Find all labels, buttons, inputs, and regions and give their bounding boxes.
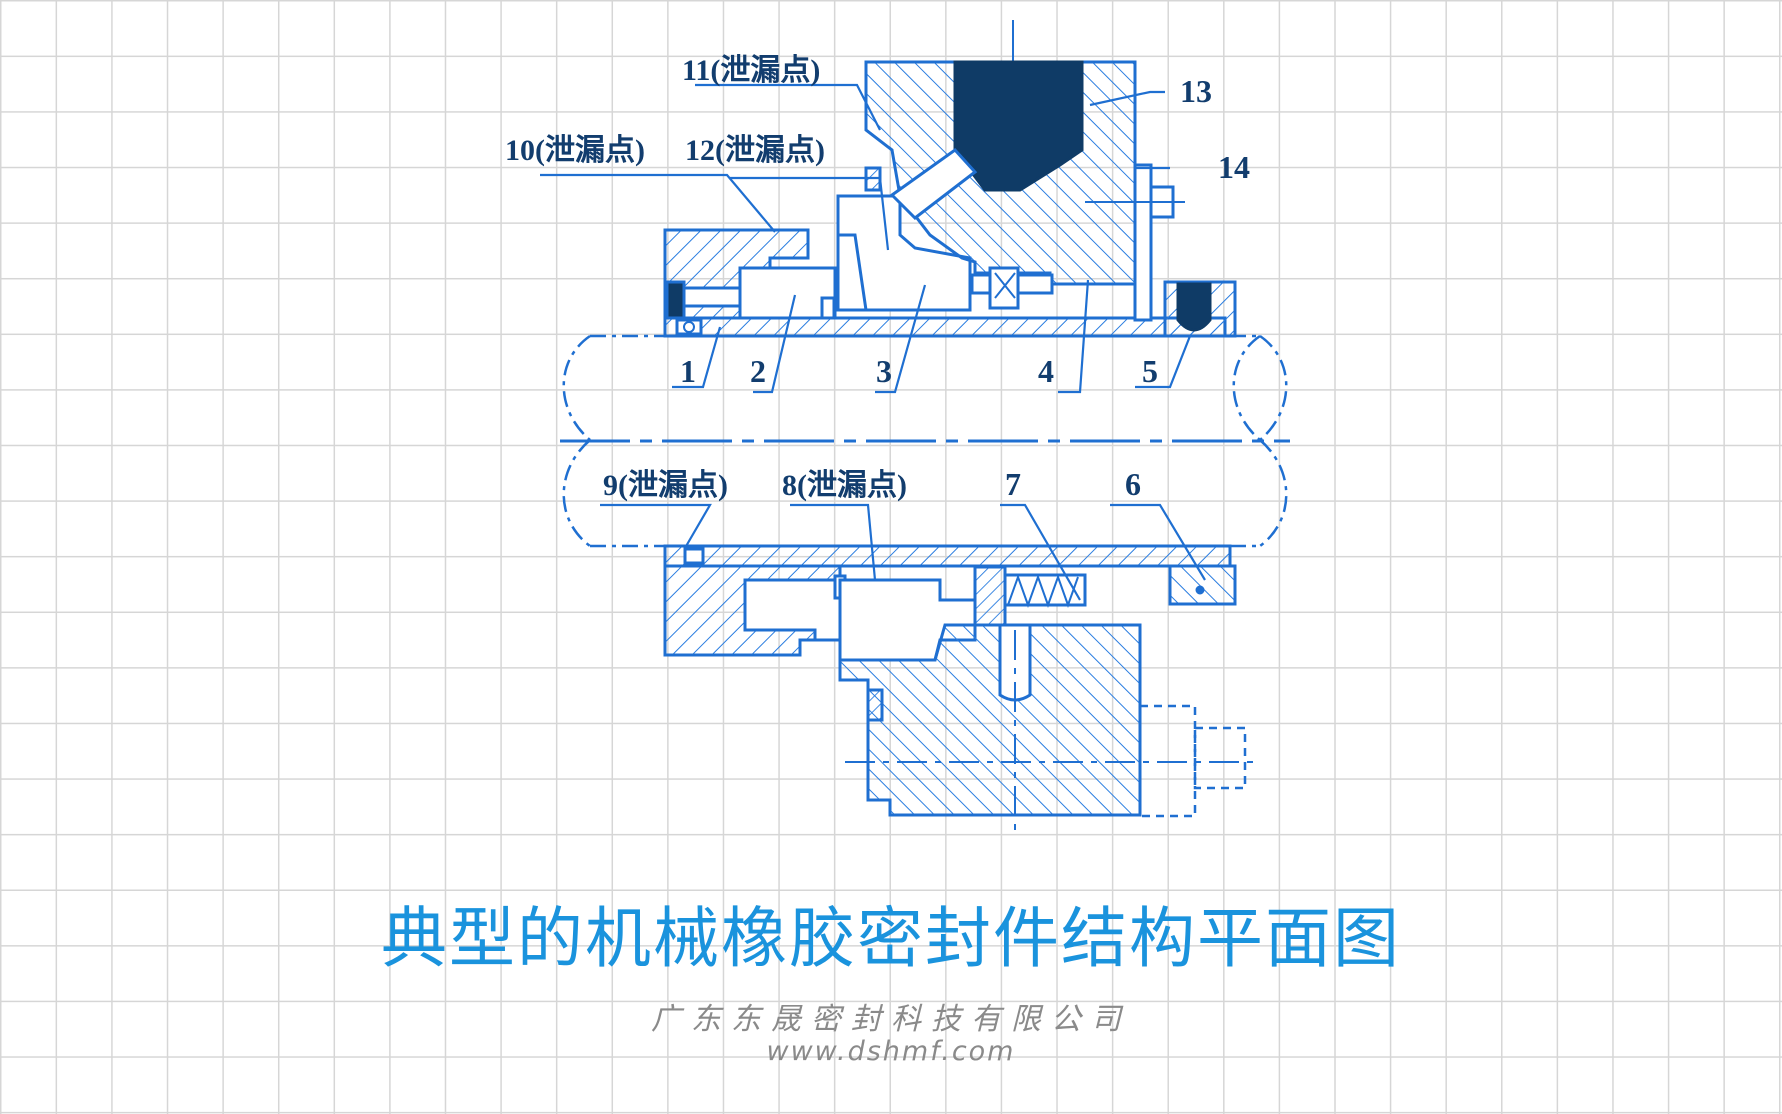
lower-seal-assembly — [663, 544, 1260, 830]
label-9: 9(泄漏点) — [603, 469, 728, 502]
label-2: 2 — [750, 353, 766, 389]
label-3: 3 — [876, 353, 892, 389]
leader-lines — [540, 83, 1206, 601]
label-10: 10(泄漏点) — [505, 134, 645, 167]
label-14: 14 — [1218, 149, 1250, 185]
label-6: 6 — [1125, 466, 1141, 502]
label-5: 5 — [1142, 353, 1158, 389]
label-8: 8(泄漏点) — [782, 469, 907, 502]
label-11: 11(泄漏点) — [682, 54, 820, 87]
label-7: 7 — [1005, 466, 1021, 502]
label-1: 1 — [680, 353, 696, 389]
company-name: 广东东晟密封科技有限公司 — [651, 1002, 1131, 1037]
page-title: 典型的机械橡胶密封件结构平面图 — [381, 900, 1401, 977]
upper-seal-assembly — [663, 60, 1237, 338]
label-13: 13 — [1180, 73, 1212, 109]
label-4: 4 — [1038, 353, 1054, 389]
label-12: 12(泄漏点) — [685, 134, 825, 167]
part-labels: 11(泄漏点) 10(泄漏点) 12(泄漏点) 13 14 1 2 3 4 5 … — [505, 54, 1250, 502]
company-website: www.dshmf.com — [766, 1036, 1016, 1067]
